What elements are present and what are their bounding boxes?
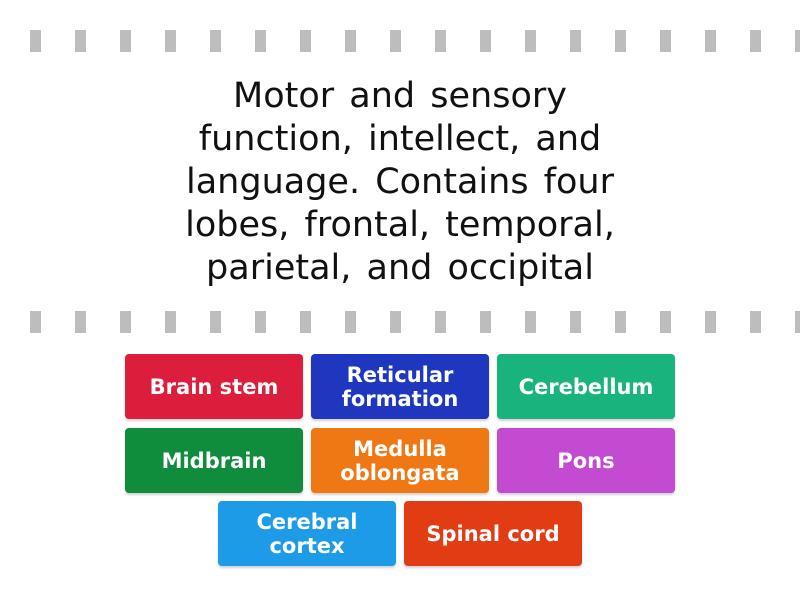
answer-tile-pons[interactable]: Pons	[497, 428, 675, 493]
dash-segment	[750, 30, 761, 52]
question-text: Motor and sensory function, intellect, a…	[185, 75, 615, 288]
dash-segment	[750, 311, 761, 333]
dash-segment	[615, 311, 626, 333]
dash-segment	[795, 311, 800, 333]
answer-label: Reticular formation	[341, 362, 459, 411]
dash-segment	[705, 30, 716, 52]
answer-label: Cerebellum	[518, 374, 654, 399]
dash-segment	[300, 30, 311, 52]
dash-segment	[525, 311, 536, 333]
answer-label: Cerebral cortex	[256, 509, 358, 558]
dash-segment	[795, 30, 800, 52]
dash-segment	[345, 30, 356, 52]
dash-segment	[30, 30, 41, 52]
dash-segment	[570, 30, 581, 52]
dash-segment	[660, 311, 671, 333]
dash-segment	[120, 30, 131, 52]
dash-segment	[255, 311, 266, 333]
dash-segment	[435, 30, 446, 52]
dash-segment	[210, 311, 221, 333]
bottom-dashed-border	[0, 311, 800, 333]
dash-segment	[390, 311, 401, 333]
dash-segment	[435, 311, 446, 333]
answer-tile-brain-stem[interactable]: Brain stem	[125, 354, 303, 419]
answer-tile-spinal-cord[interactable]: Spinal cord	[404, 501, 582, 566]
dash-segment	[480, 30, 491, 52]
answer-tile-reticular-formation[interactable]: Reticular formation	[311, 354, 489, 419]
dash-segment	[390, 30, 401, 52]
dash-segment	[120, 311, 131, 333]
answer-tile-cerebral-cortex[interactable]: Cerebral cortex	[218, 501, 396, 566]
answer-label: Brain stem	[149, 374, 279, 399]
dash-segment	[345, 311, 356, 333]
top-dashed-border	[0, 30, 800, 52]
dash-segment	[165, 30, 176, 52]
dash-segment	[525, 30, 536, 52]
answer-tile-midbrain[interactable]: Midbrain	[125, 428, 303, 493]
dash-segment	[210, 30, 221, 52]
question-prompt: Motor and sensory function, intellect, a…	[150, 72, 650, 292]
dash-segment	[660, 30, 671, 52]
dash-segment	[300, 311, 311, 333]
dash-segment	[615, 30, 626, 52]
dash-segment	[165, 311, 176, 333]
dash-segment	[75, 311, 86, 333]
answer-label: Midbrain	[161, 448, 267, 473]
answer-label: Medulla oblongata	[340, 436, 460, 485]
dash-segment	[30, 311, 41, 333]
dash-segment	[570, 311, 581, 333]
answer-tile-cerebellum[interactable]: Cerebellum	[497, 354, 675, 419]
dash-segment	[480, 311, 491, 333]
answer-label: Pons	[557, 448, 615, 473]
answer-tile-medulla-oblongata[interactable]: Medulla oblongata	[311, 428, 489, 493]
dash-segment	[705, 311, 716, 333]
dash-segment	[75, 30, 86, 52]
answer-label: Spinal cord	[426, 521, 560, 546]
dash-segment	[255, 30, 266, 52]
